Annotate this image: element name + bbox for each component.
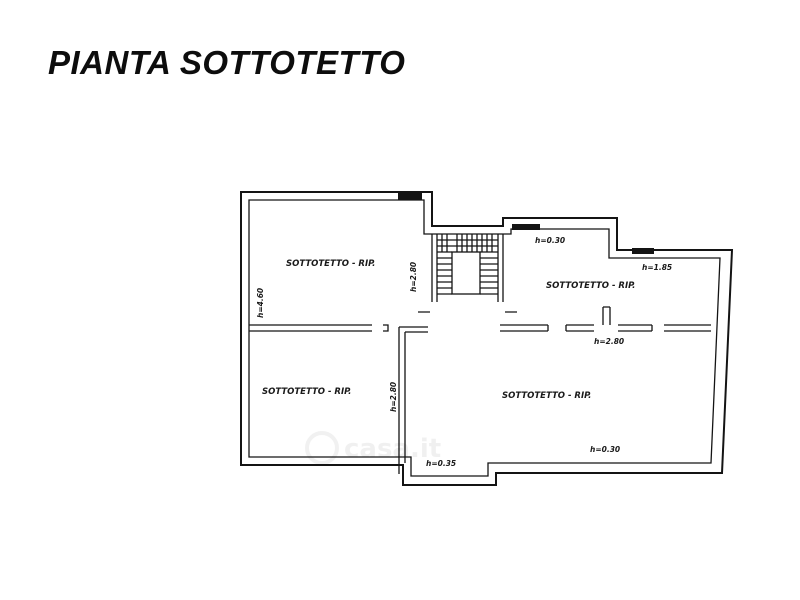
- height-label-stair-side: h=2.80: [409, 262, 418, 292]
- height-label-top-middle: h=0.30: [535, 236, 565, 245]
- page-title: PIANTA SOTTOTETTO: [48, 44, 406, 81]
- height-label-bottom-right: h=0.30: [590, 445, 620, 454]
- height-label-bottom-center: h=0.35: [426, 459, 456, 468]
- interior-walls: [249, 306, 711, 474]
- room-label-top-right: SOTTOTETTO - RIP.: [546, 281, 635, 291]
- watermark-house-icon: [305, 431, 339, 465]
- room-label-bottom-left: SOTTOTETTO - RIP.: [262, 387, 351, 397]
- height-label-left-wall: h=4.60: [256, 288, 265, 318]
- room-label-top-left: SOTTOTETTO - RIP.: [286, 259, 375, 269]
- room-label-center: SOTTOTETTO - RIP.: [502, 391, 591, 401]
- outer-walls: [240, 191, 734, 486]
- height-label-center-wall: h=2.80: [389, 382, 398, 412]
- wall-blocks: [398, 192, 654, 254]
- watermark: casa.it: [305, 431, 441, 465]
- height-label-top-right: h=1.85: [642, 263, 672, 272]
- watermark-text: casa.it: [344, 434, 441, 464]
- staircase: [418, 234, 517, 313]
- height-label-right-partition: h=2.80: [594, 337, 624, 346]
